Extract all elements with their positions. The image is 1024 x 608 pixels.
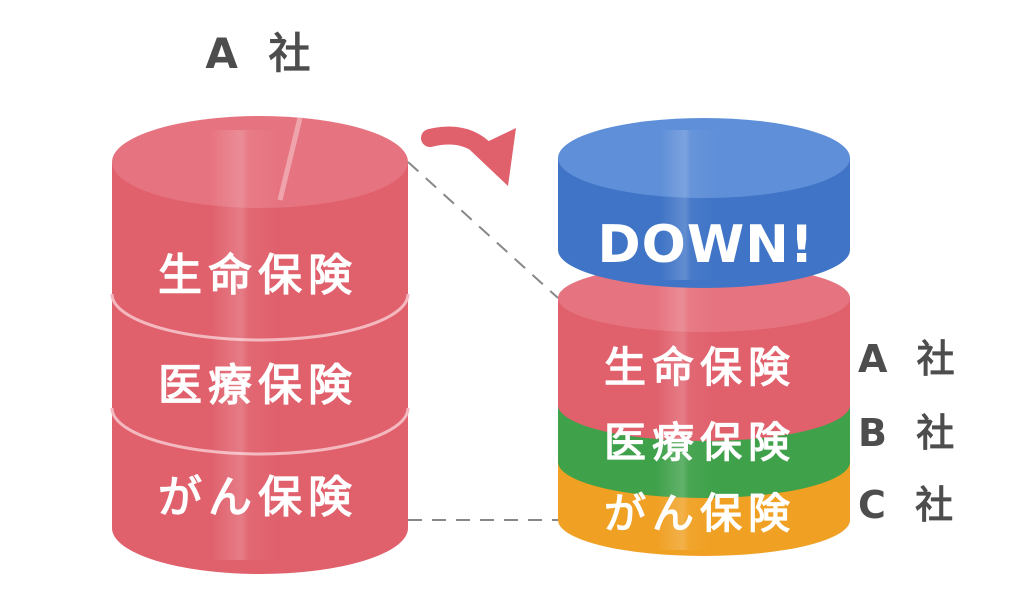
left-segment-label: 生命保険 [158,250,358,301]
down-block: DOWN! [558,118,850,288]
left-segment-label: がん保険 [158,472,358,523]
left-cylinder-shine [210,130,280,560]
guide-line-top [407,161,559,299]
down-block-shine [660,130,716,280]
left-stack-title: A 社 [205,29,318,78]
curved-arrow-head-icon [470,128,516,186]
company-label: A 社 [858,337,963,381]
right-segment-label: がん保険 [604,489,796,538]
right-segment-label: 医療保険 [604,418,796,467]
left-cylinder: 生命保険 医療保険 がん保険 [110,116,410,574]
curved-arrow [421,126,516,186]
company-label: B 社 [858,411,962,455]
down-label: DOWN! [598,215,815,275]
right-cylinder-shine [656,280,716,550]
right-cylinder: 生命保険 医療保険 がん保険 [558,264,850,556]
company-label: C 社 [858,483,961,527]
right-segment-label: 生命保険 [604,343,796,392]
left-segment-label: 医療保険 [158,360,358,411]
left-cylinder-shine-line [277,117,303,201]
